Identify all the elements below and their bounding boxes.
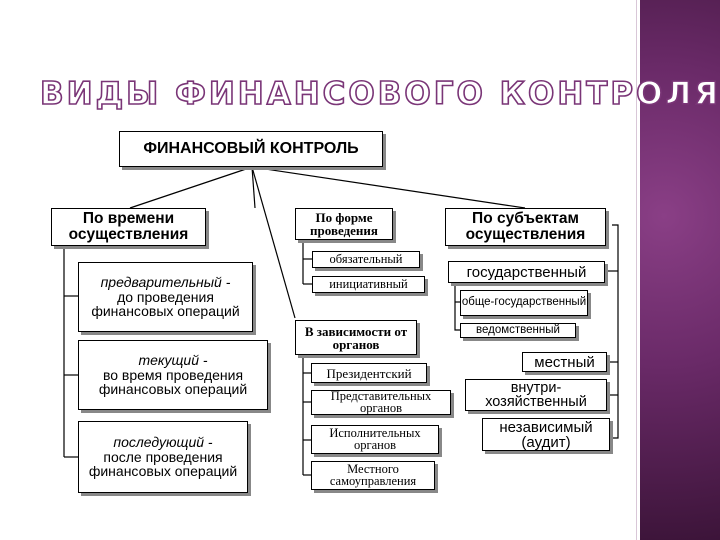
time-item-name: последующий - [113,433,213,450]
subjects-item-label: местный [534,353,595,371]
subjects-item-label: государственный [466,263,587,281]
category-by-time-label: По времени осуществления [68,209,189,243]
category-by-subjects-label: По субъектам осуществления [465,209,586,243]
bodies-item-representative: Представительных органов [311,388,451,415]
state-sub-general: обще-государственный [460,290,588,316]
subjects-item-label: независимый (аудит) [499,418,593,451]
category-by-bodies-label: В зависимости от органов [304,323,408,352]
category-by-form-label: По форме проведения [310,210,378,238]
bodies-item-label: Президентский [326,365,412,381]
bodies-item-label: Представительных органов [330,388,432,415]
connector-lines [63,166,619,476]
time-item-current: текущий - во время проведения финансовых… [78,340,268,410]
category-by-subjects: По субъектам осуществления [445,208,606,246]
bodies-item-label: Местного самоуправления [329,461,417,488]
sidebar-divider [636,0,637,540]
subjects-item-independent: независимый (аудит) [482,418,610,451]
subjects-item-label: внутри-хозяйственный [485,379,587,410]
time-item-name: предварительный - [100,273,231,290]
decorative-sidebar [640,0,720,540]
root-label: ФИНАНСОВЫЙ КОНТРОЛЬ [143,140,359,157]
category-by-bodies: В зависимости от органов [295,320,417,355]
bodies-item-label: Исполнительных органов [329,425,421,452]
time-item-subsequent: последующий - после проведения финансовы… [78,421,248,493]
time-item-preliminary: предварительный - до проведения финансов… [78,262,253,332]
subjects-item-state: государственный [448,261,605,283]
subjects-item-internal: внутри-хозяйственный [465,379,607,411]
form-item-label: обязательный [329,252,403,267]
form-item-initiative: инициативный [312,276,425,293]
form-item-label: инициативный [329,277,408,292]
time-item-name: текущий - [138,351,208,368]
subjects-item-local: местный [522,352,607,372]
time-item-desc: до проведения финансовых операций [91,288,240,320]
bodies-item-local-government: Местного самоуправления [311,461,435,490]
time-item-desc: после проведения финансовых операций [88,448,238,480]
state-sub-label: обще-государственный [461,296,587,309]
time-item-desc: во время проведения финансовых операций [98,366,248,398]
state-sub-label: ведомственный [476,323,560,336]
root-node: ФИНАНСОВЫЙ КОНТРОЛЬ [119,131,383,167]
bodies-item-presidential: Президентский [311,363,427,383]
state-sub-departmental: ведомственный [460,323,576,338]
bodies-item-executive: Исполнительных органов [311,425,439,454]
page-title: ВИДЫ ФИНАНСОВОГО КОНТРОЛЯ [39,75,720,113]
form-item-mandatory: обязательный [312,251,420,268]
category-by-time: По времени осуществления [51,208,206,246]
category-by-form: По форме проведения [295,208,393,240]
